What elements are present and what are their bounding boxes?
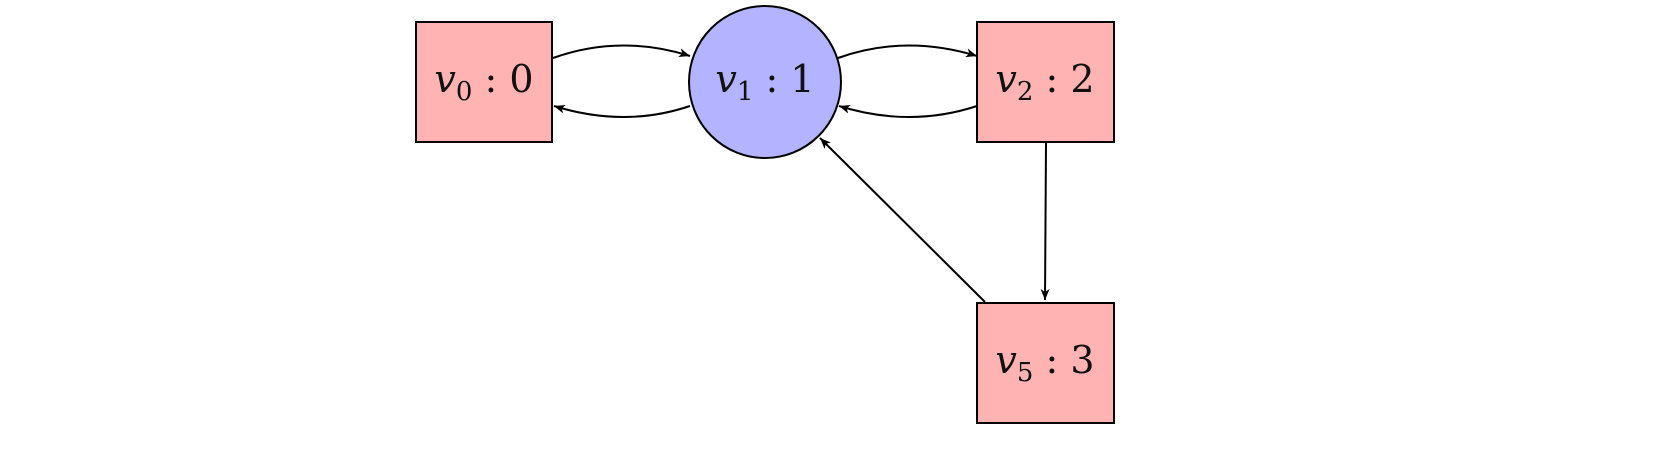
node-v5-label: v5 : 3: [995, 338, 1094, 388]
node-v2-label: v2 : 2: [995, 57, 1094, 107]
node-v2: v2 : 2: [976, 21, 1115, 143]
edge-v1-to-v0: [553, 104, 691, 118]
node-v5-sub: 5: [1017, 358, 1034, 388]
node-v1: v1 : 1: [688, 5, 842, 159]
edge-v5-to-v1: [819, 137, 986, 303]
node-v5: v5 : 3: [976, 302, 1115, 424]
edge-v2-to-v1: [838, 104, 978, 118]
node-v0-value: 0: [509, 57, 533, 101]
node-v2-sub: 2: [1017, 77, 1034, 107]
node-v2-colon: :: [1033, 57, 1070, 101]
node-v1-label: v1 : 1: [715, 57, 814, 107]
node-v5-shape: [976, 302, 1115, 424]
node-v0-var: v: [434, 57, 456, 101]
node-v0-label: v0 : 0: [434, 57, 533, 107]
node-v0-colon: :: [472, 57, 509, 101]
edge-v2-to-v5: [1040, 142, 1050, 301]
edge-v0-to-v1: [552, 44, 691, 59]
node-v0-shape: [415, 21, 553, 143]
node-v1-sub: 1: [737, 77, 754, 107]
node-v2-var: v: [995, 57, 1017, 101]
node-v1-shape: [688, 5, 842, 159]
node-v1-var: v: [715, 57, 737, 101]
node-v5-var: v: [995, 338, 1017, 382]
node-v1-value: 1: [790, 57, 814, 101]
edge-v1-to-v2: [837, 44, 978, 59]
node-v0-sub: 0: [456, 77, 473, 107]
node-v0: v0 : 0: [415, 21, 553, 143]
node-v5-colon: :: [1033, 338, 1070, 382]
node-v2-value: 2: [1070, 57, 1094, 101]
node-v2-shape: [976, 21, 1115, 143]
node-v5-value: 3: [1070, 338, 1094, 382]
node-v1-colon: :: [753, 57, 790, 101]
